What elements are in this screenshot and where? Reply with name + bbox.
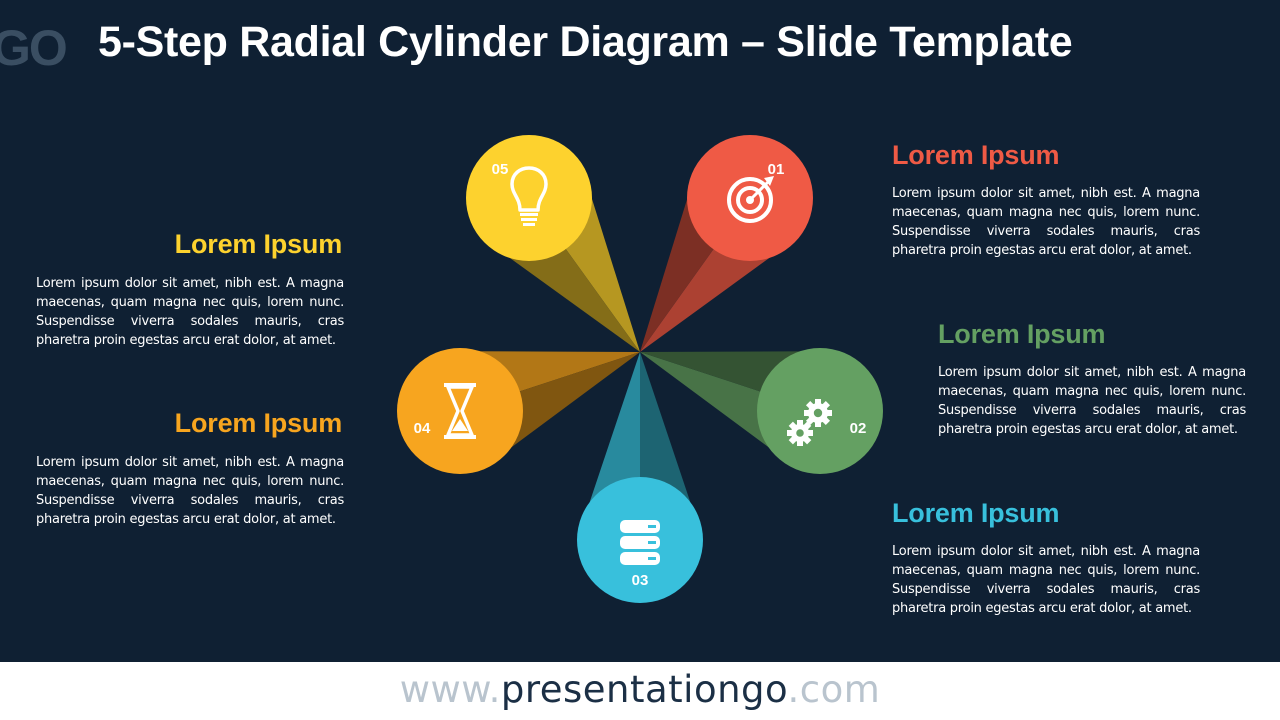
- footer-url[interactable]: www.presentationgo.com: [0, 662, 1280, 720]
- step-01-body: Lorem ipsum dolor sit amet, nibh est. A …: [892, 186, 1200, 258]
- step-01-number: 01: [768, 161, 785, 178]
- step-05-circle: [466, 135, 592, 261]
- step-05-node[interactable]: 05: [466, 135, 592, 261]
- step-02-number: 02: [850, 420, 867, 437]
- step-01-node[interactable]: 01: [687, 135, 813, 261]
- step-03-heading: Lorem Ipsum: [892, 498, 1060, 528]
- step-05-heading: Lorem Ipsum: [174, 229, 343, 259]
- slide-canvas: GO 5-Step Radial Cylinder Diagram – Slid…: [0, 0, 1280, 662]
- hourglass-icon: [444, 383, 476, 439]
- step-05-body: Lorem ipsum dolor sit amet, nibh est. A …: [36, 276, 344, 348]
- lightbulb-icon: [510, 166, 548, 226]
- step-04-circle: [397, 348, 523, 474]
- footer-prefix: www.: [399, 668, 501, 711]
- footer-suffix: .com: [787, 668, 881, 711]
- radial-cylinder-diagram: 01 02 03 04 05: [397, 135, 883, 603]
- step-02-heading: Lorem Ipsum: [938, 319, 1106, 349]
- circle-group: 01 02 03 04 05: [397, 135, 883, 603]
- step-01-heading: Lorem Ipsum: [892, 140, 1060, 170]
- step-03-number: 03: [632, 572, 649, 589]
- step-05-number: 05: [492, 161, 509, 178]
- step-04-heading: Lorem Ipsum: [174, 408, 343, 438]
- step-03-body: Lorem ipsum dolor sit amet, nibh est. A …: [892, 544, 1200, 616]
- gears-icon: [787, 399, 832, 446]
- step-02-body: Lorem ipsum dolor sit amet, nibh est. A …: [938, 365, 1246, 437]
- step-03-node[interactable]: 03: [577, 477, 703, 603]
- slide-title: 5-Step Radial Cylinder Diagram – Slide T…: [98, 18, 1073, 66]
- step-04-body: Lorem ipsum dolor sit amet, nibh est. A …: [36, 455, 344, 527]
- step-04-number: 04: [414, 420, 431, 437]
- step-04-node[interactable]: 04: [397, 348, 523, 474]
- database-icon: [620, 520, 660, 565]
- logo-mark: GO: [0, 20, 68, 76]
- target-icon: [727, 176, 774, 223]
- footer-name: presentationgo: [500, 668, 788, 711]
- step-02-node[interactable]: 02: [757, 348, 883, 474]
